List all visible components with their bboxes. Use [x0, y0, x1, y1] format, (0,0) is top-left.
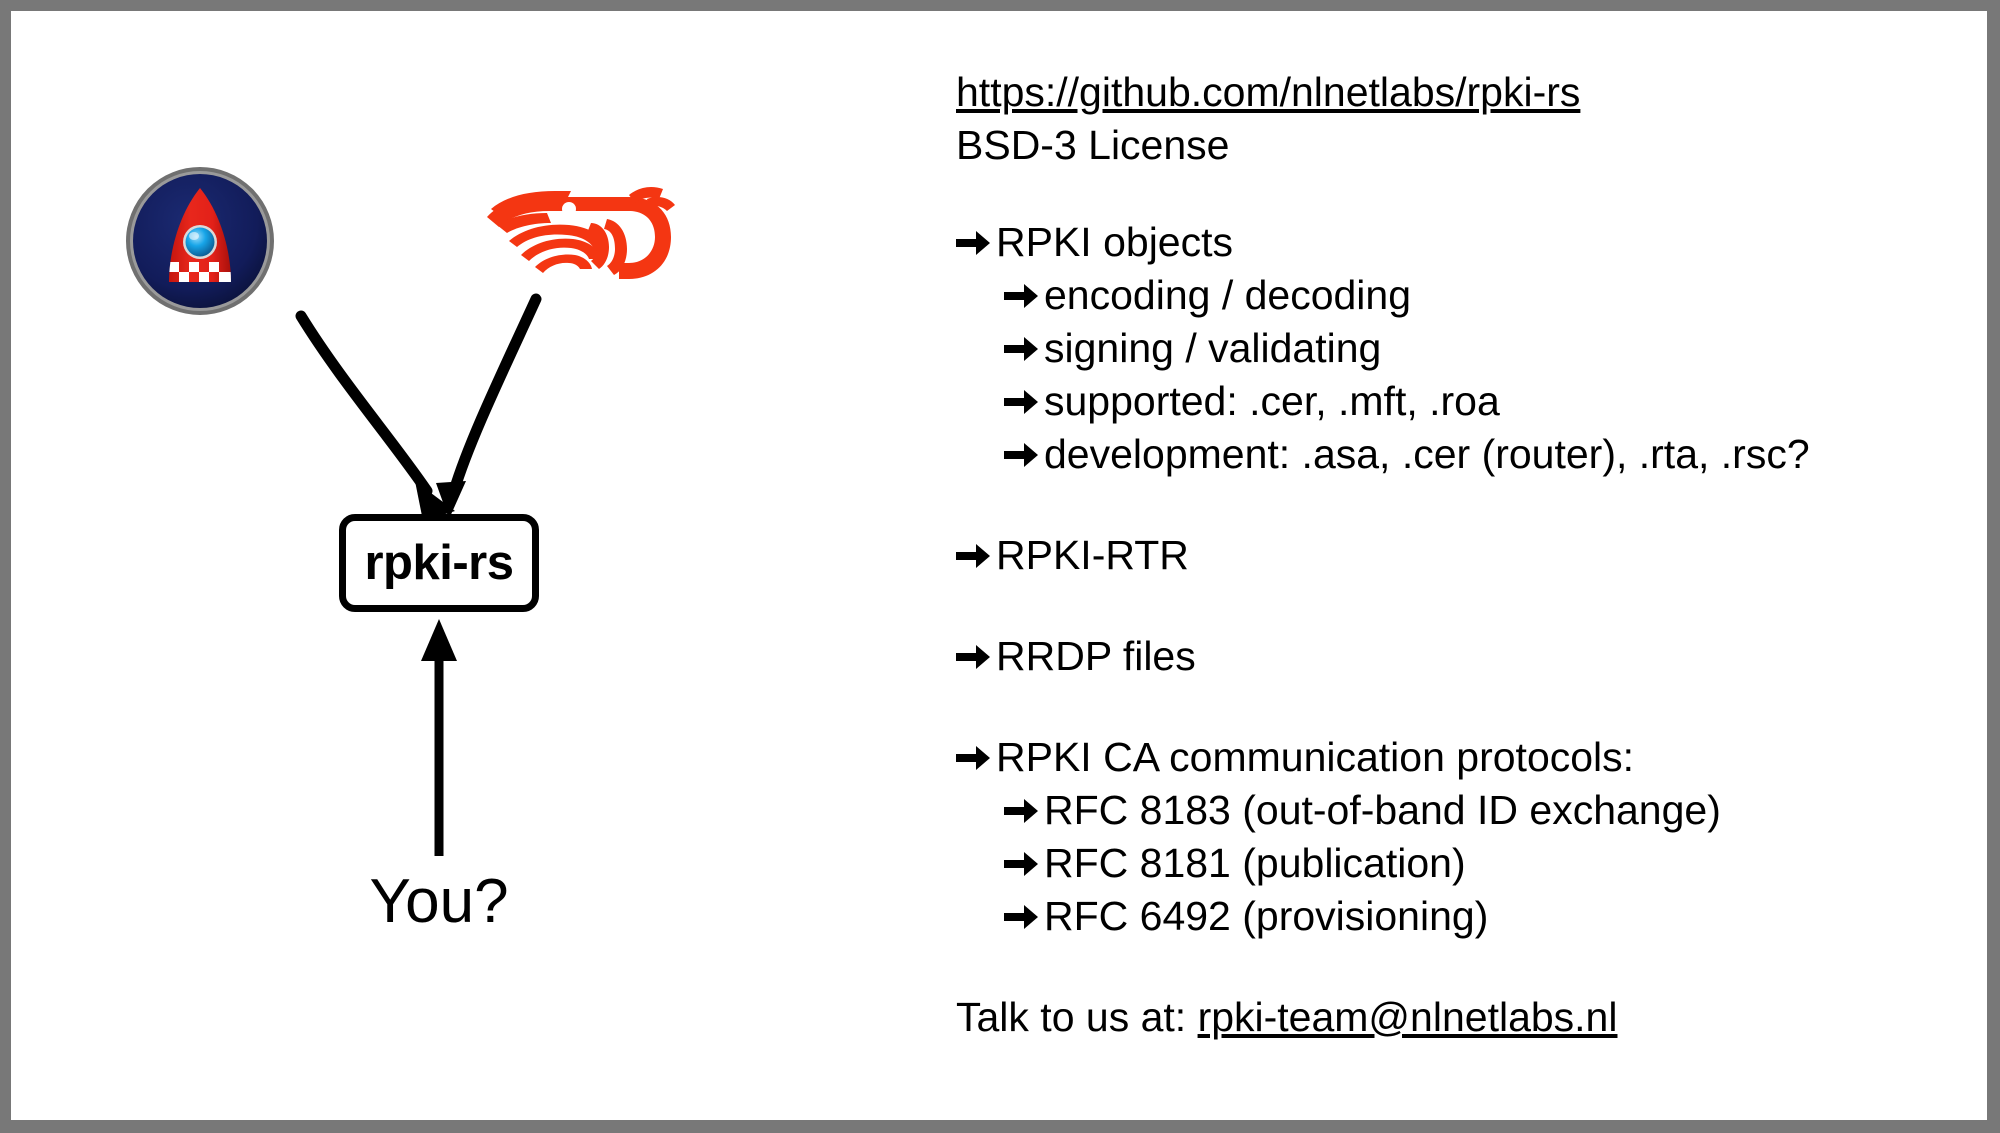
bullet-rpki-objects: RPKI objects	[956, 216, 1976, 269]
arrow-right-icon	[956, 745, 990, 771]
content-column: https://github.com/nlnetlabs/rpki-rs BSD…	[956, 66, 1976, 1044]
subbullet-supported: supported: .cer, .mft, .roa	[1004, 375, 1976, 428]
repo-url-link[interactable]: https://github.com/nlnetlabs/rpki-rs	[956, 69, 1581, 115]
bullet-label: RRDP files	[996, 633, 1196, 679]
krill-shrimp-icon	[479, 179, 679, 289]
spacer	[956, 582, 1976, 630]
arrow-right-icon	[956, 543, 990, 569]
spacer	[956, 172, 1976, 216]
arrow-right-icon	[1004, 798, 1038, 824]
spacer	[956, 683, 1976, 731]
subbullet-rfc-8181: RFC 8181 (publication)	[1004, 837, 1976, 890]
subbullet-development: development: .asa, .cer (router), .rta, …	[1004, 428, 1976, 481]
subbullet-encoding-decoding: encoding / decoding	[1004, 269, 1976, 322]
slide-canvas: rpki-rs You? https://github.com/nlnetlab…	[11, 11, 1987, 1120]
contact-email-link[interactable]: rpki-team@nlnetlabs.nl	[1197, 994, 1618, 1040]
bullet-label: RPKI CA communication protocols:	[996, 734, 1635, 780]
architecture-diagram: rpki-rs You?	[11, 11, 911, 1120]
arrow-right-icon	[1004, 389, 1038, 415]
subbullet-label: signing / validating	[1044, 325, 1382, 371]
subbullet-label: RFC 6492 (provisioning)	[1044, 893, 1489, 939]
subbullet-rfc-6492: RFC 6492 (provisioning)	[1004, 890, 1976, 943]
spacer	[956, 481, 1976, 529]
rpki-rs-box-label: rpki-rs	[364, 536, 514, 590]
you-label: You?	[369, 867, 509, 936]
arrow-right-icon	[1004, 904, 1038, 930]
bullet-rrdp-files: RRDP files	[956, 630, 1976, 683]
rpki-rs-box: rpki-rs	[339, 514, 539, 612]
bullet-label: RPKI-RTR	[996, 532, 1189, 578]
arrow-right-icon	[956, 230, 990, 256]
spacer	[956, 943, 1976, 991]
bullet-rpki-rtr: RPKI-RTR	[956, 529, 1976, 582]
subbullet-label: RFC 8181 (publication)	[1044, 840, 1466, 886]
subbullet-label: development: .asa, .cer (router), .rta, …	[1044, 431, 1810, 477]
contact-line: Talk to us at: rpki-team@nlnetlabs.nl	[956, 991, 1976, 1044]
contact-prefix: Talk to us at:	[956, 994, 1198, 1040]
arrow-right-icon	[956, 644, 990, 670]
arrow-right-icon	[1004, 442, 1038, 468]
routinator-rocket-icon	[125, 166, 275, 316]
bullet-label: RPKI objects	[996, 219, 1233, 265]
subbullet-label: supported: .cer, .mft, .roa	[1044, 378, 1500, 424]
subbullet-label: encoding / decoding	[1044, 272, 1412, 318]
subbullet-signing-validating: signing / validating	[1004, 322, 1976, 375]
arrow-right-icon	[1004, 336, 1038, 362]
subbullet-label: RFC 8183 (out-of-band ID exchange)	[1044, 787, 1721, 833]
bullet-ca-protocols: RPKI CA communication protocols:	[956, 731, 1976, 784]
subbullet-rfc-8183: RFC 8183 (out-of-band ID exchange)	[1004, 784, 1976, 837]
license-text: BSD-3 License	[956, 122, 1230, 168]
arrow-right-icon	[1004, 851, 1038, 877]
arrow-right-icon	[1004, 283, 1038, 309]
